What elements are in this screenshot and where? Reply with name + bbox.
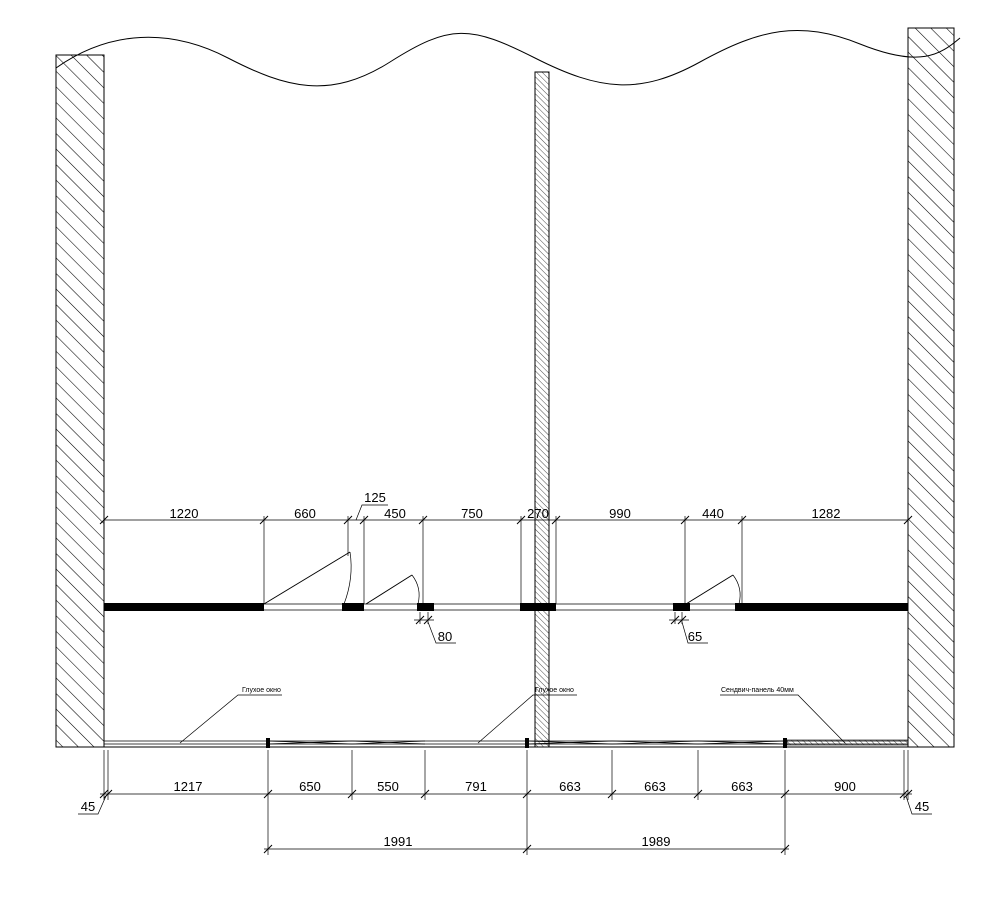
dim-edge-left: 45 (81, 799, 95, 814)
dim-top-270: 270 (527, 506, 549, 521)
note-blind-window-2: Глухое окно (535, 687, 574, 694)
dim-small-80: 80 (438, 629, 452, 644)
right-wall (907, 27, 955, 748)
total-dimension-chain (263, 844, 790, 854)
dim-top-660: 660 (294, 506, 316, 521)
small-dimension-65 (669, 612, 708, 644)
dim-small-65: 65 (688, 629, 702, 644)
note-blind-window-1: Глухое окно (242, 687, 281, 694)
break-line (55, 30, 961, 87)
dim-top-440: 440 (702, 506, 724, 521)
dim-top-750: 750 (461, 506, 483, 521)
dim-bottom-900: 900 (834, 779, 856, 794)
note-sandwich-panel: Сендвич-панель 40мм (721, 687, 794, 694)
dim-top-125: 125 (364, 490, 386, 505)
left-wall (55, 54, 105, 748)
front-partition (104, 603, 908, 611)
dim-bottom-1217: 1217 (174, 779, 203, 794)
dim-bottom-663-c: 663 (731, 779, 753, 794)
window-wall (104, 738, 909, 748)
dim-bottom-791: 791 (465, 779, 487, 794)
dim-edge-right: 45 (915, 799, 929, 814)
dim-bottom-550: 550 (377, 779, 399, 794)
top-dimension-chain (99, 504, 913, 604)
door-1 (263, 551, 352, 605)
dim-top-450: 450 (384, 506, 406, 521)
bottom-dimension-chain (78, 750, 932, 855)
dim-bottom-663-b: 663 (644, 779, 666, 794)
door-2 (365, 574, 420, 605)
dim-bottom-663-a: 663 (559, 779, 581, 794)
dim-total-1989: 1989 (642, 834, 671, 849)
dim-top-1282: 1282 (812, 506, 841, 521)
note-leaders (179, 694, 846, 744)
middle-partition (534, 71, 550, 748)
dim-total-1991: 1991 (384, 834, 413, 849)
door-3 (685, 574, 741, 605)
dim-bottom-650: 650 (299, 779, 321, 794)
small-dimension-80 (414, 612, 456, 644)
dim-top-1220: 1220 (170, 506, 199, 521)
dim-top-990: 990 (609, 506, 631, 521)
